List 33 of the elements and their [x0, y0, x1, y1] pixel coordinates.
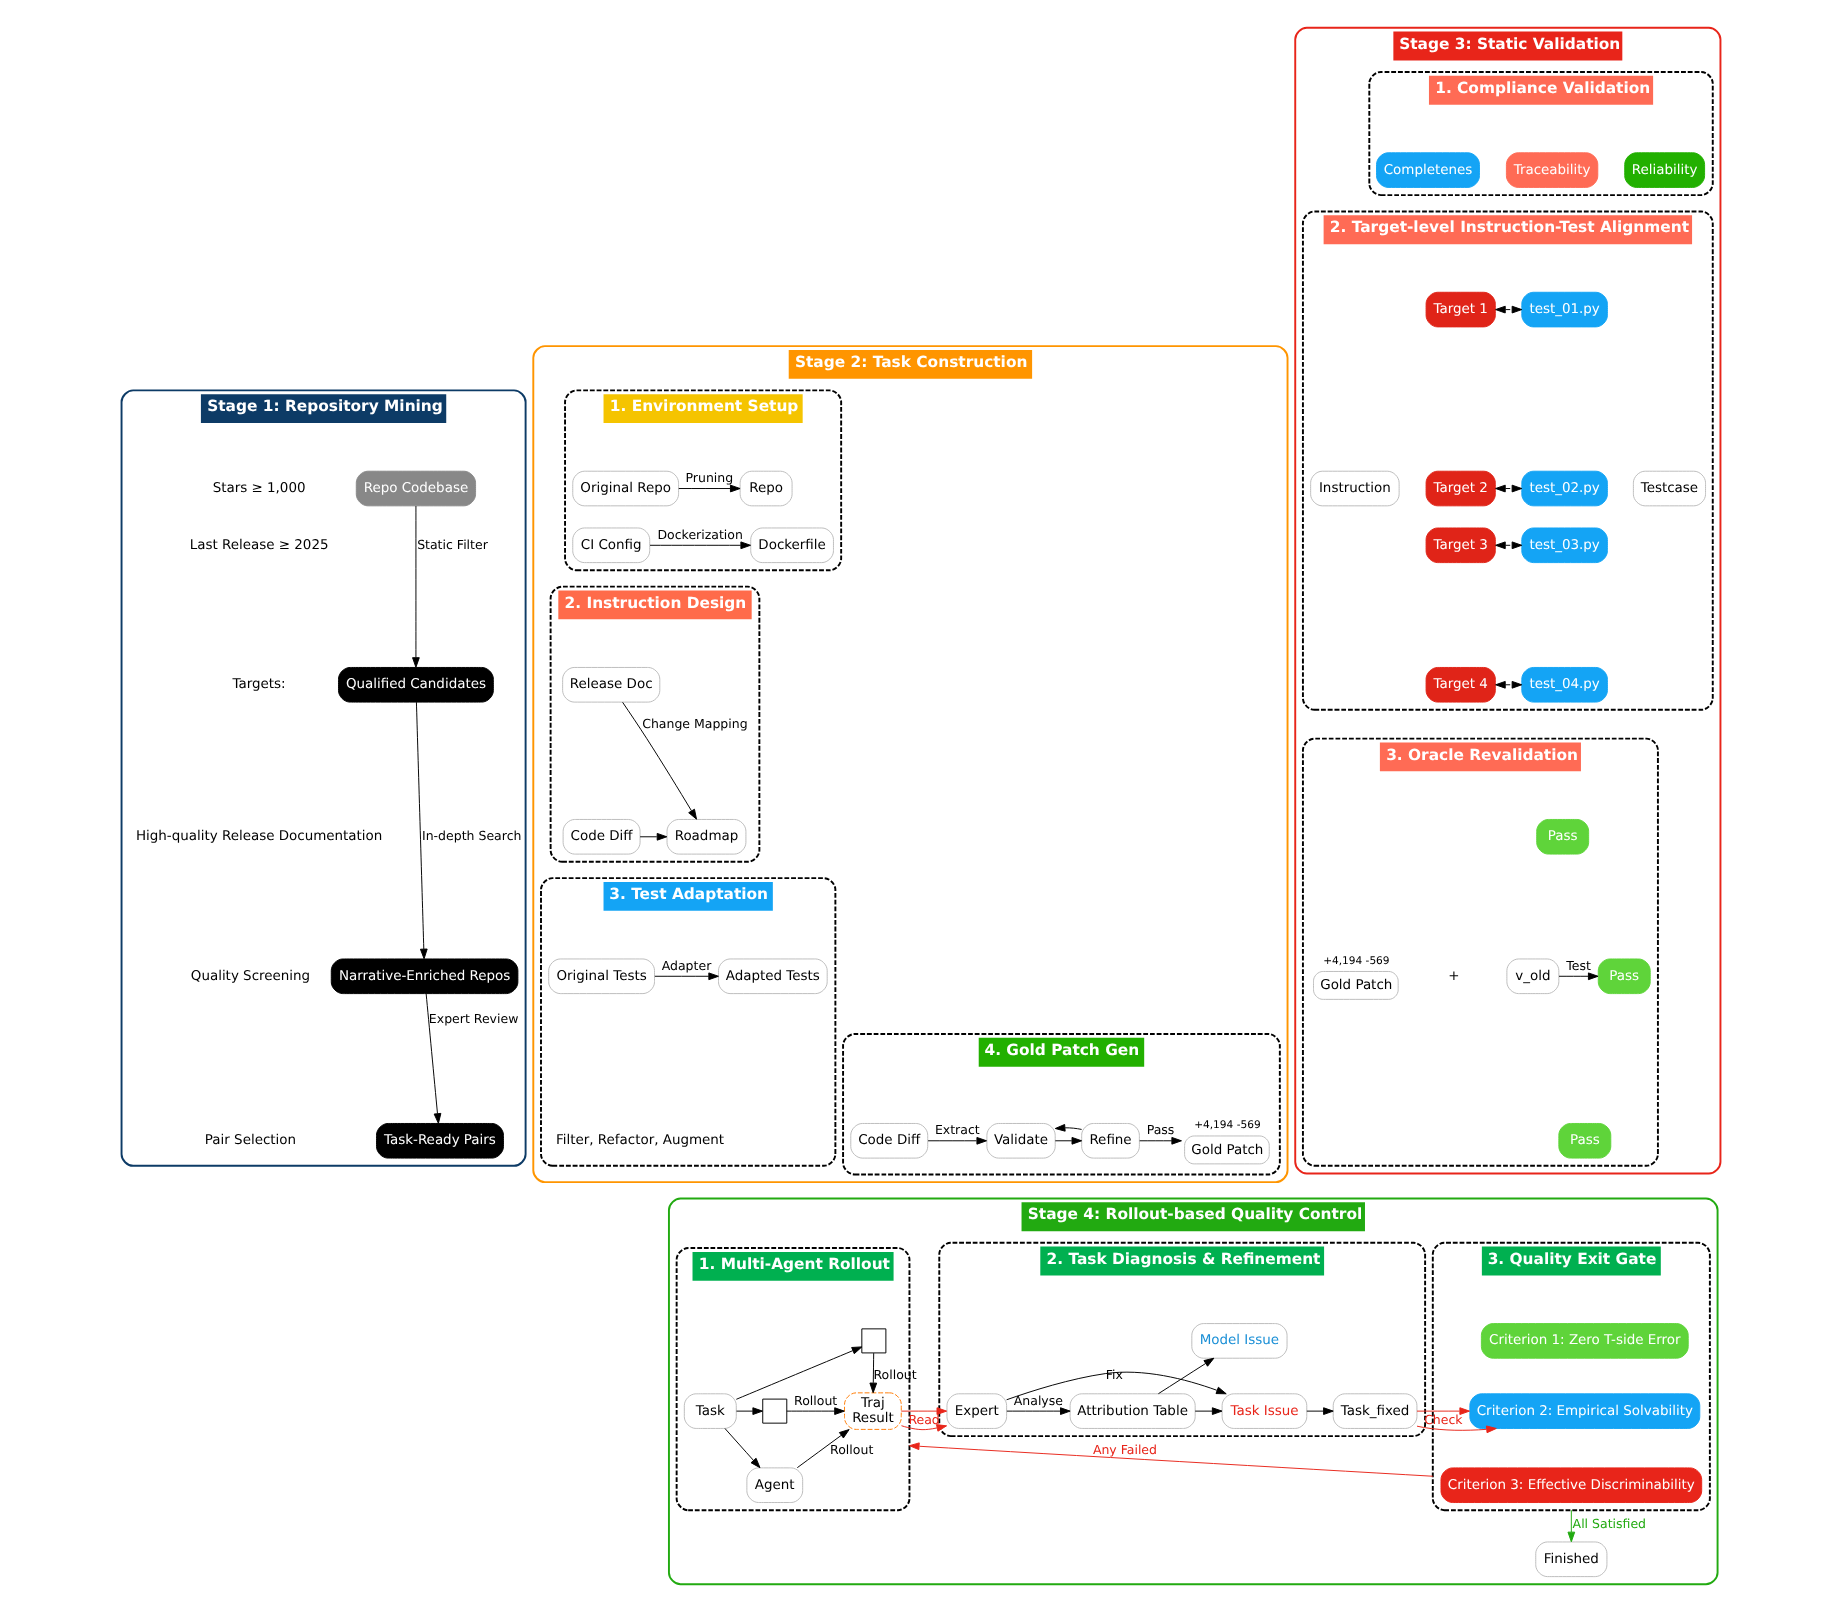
arrow [869, 1352, 878, 1394]
arrow [1495, 484, 1523, 493]
arrow [796, 1429, 850, 1469]
arrow [1139, 1136, 1182, 1145]
arrow [735, 1346, 863, 1400]
arrow [909, 1442, 1434, 1477]
arrow [649, 541, 751, 550]
arrow [1306, 1407, 1334, 1415]
arrow [678, 484, 741, 493]
arrow [736, 1407, 763, 1415]
arrow [639, 832, 668, 841]
arrow [1567, 1509, 1576, 1543]
arrow [900, 1407, 948, 1432]
arrow [622, 701, 697, 820]
arrow [415, 701, 428, 960]
arrow [1495, 541, 1523, 550]
arrow [654, 972, 719, 981]
arrow [1054, 1136, 1083, 1145]
arrow [786, 1407, 845, 1415]
arrow [412, 505, 420, 668]
arrow [425, 993, 442, 1124]
arrow [1054, 1124, 1083, 1132]
arrow [1006, 1407, 1071, 1415]
node-box [762, 1398, 788, 1424]
arrow [1157, 1357, 1215, 1395]
arrow [927, 1136, 987, 1145]
arrow [1558, 972, 1599, 981]
arrow [1006, 1371, 1227, 1401]
arrow [1495, 680, 1523, 689]
node-box [861, 1328, 887, 1354]
arrow [1194, 1407, 1223, 1415]
arrow [724, 1428, 761, 1469]
arrow [1495, 305, 1523, 314]
